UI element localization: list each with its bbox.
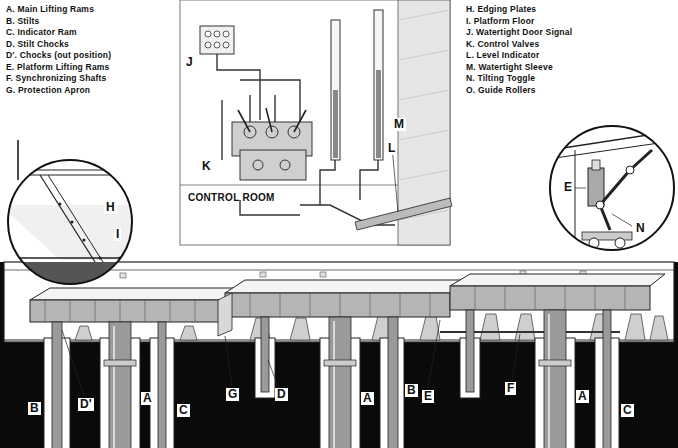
key-entry: O. Guide Rollers	[466, 86, 536, 95]
key-entry: I. Platform Floor	[466, 17, 535, 26]
callout-letter: A	[576, 390, 589, 403]
callout-letter: D	[275, 388, 288, 401]
callout-letter: B	[28, 402, 41, 415]
key-entry: B. Stilts	[6, 17, 39, 26]
key-entry: N. Tilting Toggle	[466, 74, 535, 83]
key-entry: H. Edging Plates	[466, 5, 536, 14]
key-entry: M. Watertight Sleeve	[466, 63, 553, 72]
callout-letter: C	[621, 404, 634, 417]
callout-letter: I	[114, 228, 121, 241]
key-entry: D'. Chocks (out position)	[6, 51, 111, 60]
key-entry: K. Control Valves	[466, 40, 539, 49]
callout-letter: B	[405, 384, 418, 397]
key-entry: F. Synchronizing Shafts	[6, 74, 106, 83]
room-label: CONTROL ROOM	[188, 192, 275, 203]
callout-letter: A	[141, 392, 154, 405]
callout-letter: C	[177, 404, 190, 417]
callout-letter: E	[562, 181, 574, 194]
key-entry: C. Indicator Ram	[6, 28, 77, 37]
key-entry: L. Level Indicator	[466, 51, 540, 60]
key-entry: E. Platform Lifting Rams	[6, 63, 110, 72]
callout-letter: F	[505, 382, 516, 395]
callout-letter: G	[226, 388, 239, 401]
callout-letter: A	[361, 392, 374, 405]
callout-letter: K	[200, 160, 213, 173]
callout-letter: M	[392, 118, 406, 131]
key-entry: A. Main Lifting Rams	[6, 5, 94, 14]
key-entry: G. Protection Apron	[6, 86, 90, 95]
callout-letter: D'	[78, 398, 94, 411]
key-entry: J. Watertight Door Signal	[466, 28, 572, 37]
callout-letter: L	[386, 142, 397, 155]
callout-letter: H	[104, 201, 117, 214]
callout-letter: J	[184, 56, 195, 69]
callout-letter: N	[634, 222, 647, 235]
key-entry: D. Stilt Chocks	[6, 40, 69, 49]
callout-letter: E	[422, 390, 434, 403]
